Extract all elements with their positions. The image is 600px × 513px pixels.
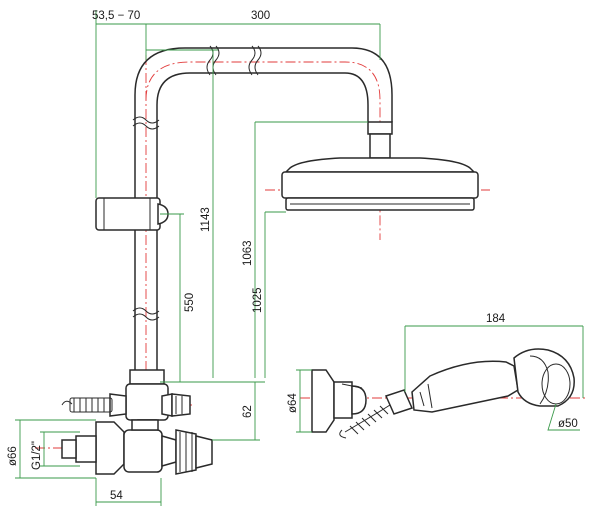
- dim-top-offset: 53,5 − 70: [92, 10, 140, 22]
- dim-total-height: 1143: [200, 207, 212, 232]
- dim-handshower-length: 184: [486, 313, 506, 325]
- hose-spiral: [61, 397, 113, 413]
- holder-cup: [351, 385, 367, 415]
- dim-base-depth: 54: [110, 490, 123, 502]
- arm-center-line: [145, 61, 381, 240]
- riser-break-upper: [132, 116, 160, 130]
- dim-handshower-height: 1025: [252, 287, 264, 313]
- dimension-labels: 53,5 − 70 300 1143 1063 1025 550 62 ø66 …: [7, 10, 578, 502]
- dim-holder-diameter: ø64: [287, 393, 299, 413]
- arm-break-2: [248, 45, 262, 76]
- hand-shower-nut: [384, 389, 414, 415]
- dim-head-height: 1063: [242, 240, 254, 266]
- holder-body: [333, 381, 353, 419]
- riser-pipe-outer: [134, 47, 393, 379]
- slider-bracket: [95, 197, 169, 231]
- dimension-lines: [15, 10, 584, 506]
- dim-arm-length: 300: [251, 10, 270, 22]
- dim-slider-height: 550: [184, 293, 196, 312]
- dim-base-diameter: ø66: [7, 446, 19, 466]
- shower-head: [281, 121, 479, 211]
- hand-shower-head: [513, 348, 575, 407]
- hand-shower-handle: [411, 360, 519, 413]
- holder-wall-plate: [311, 369, 335, 433]
- dim-thread: G1/2": [31, 441, 43, 470]
- diverter-valve: [109, 369, 191, 433]
- hand-shower: [311, 348, 575, 439]
- shower-column: [61, 45, 479, 475]
- riser-pipe-inner: [156, 72, 369, 379]
- riser-break-lower: [132, 307, 160, 321]
- dim-handshower-head-diameter: ø50: [558, 418, 578, 430]
- dim-valve-height: 62: [242, 405, 254, 418]
- wall-mixer: [61, 419, 213, 475]
